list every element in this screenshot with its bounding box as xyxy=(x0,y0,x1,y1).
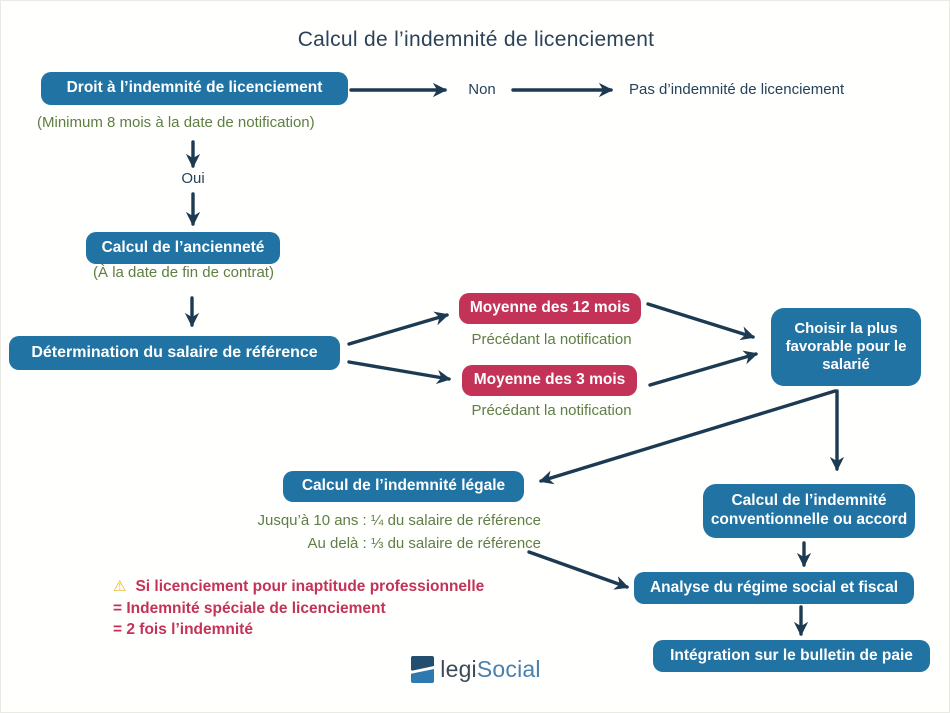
node-salaire-reference: Détermination du salaire de référence xyxy=(9,336,340,370)
logo-part-legi: legi xyxy=(440,656,477,682)
logo-part-social: Social xyxy=(476,656,541,682)
arrow-choisir-to-legale xyxy=(538,389,837,485)
note-date-fin-contrat: (À la date de fin de contrat) xyxy=(93,264,274,281)
label-non: Non xyxy=(468,81,496,98)
note-minimum-8-mois: (Minimum 8 mois à la date de notificatio… xyxy=(37,114,315,131)
page-title: Calcul de l’indemnité de licenciement xyxy=(297,28,655,51)
warning-text-1: Si licenciement pour inaptitude professi… xyxy=(135,578,485,595)
node-moyenne-12-mois: Moyenne des 12 mois xyxy=(459,293,641,324)
note-au-dela: Au delà : ⅓ du salaire de référence xyxy=(307,535,541,552)
warning-icon: ⚠ xyxy=(113,578,127,595)
node-indemnite-conventionnelle: Calcul de l’indemnité conventionnelle ou… xyxy=(703,484,915,538)
legisocial-logo-text: legiSocial xyxy=(440,656,540,683)
note-precedant-notification-3: Précédant la notification xyxy=(471,402,632,419)
arrow-moyenne3-to-choisir xyxy=(648,350,759,387)
arrow-salaire-to-moyenne12 xyxy=(347,311,450,346)
arrow-legale-to-analyse xyxy=(527,550,630,590)
warning-block: ⚠ Si licenciement pour inaptitude profess… xyxy=(113,576,553,641)
node-moyenne-3-mois: Moyenne des 3 mois xyxy=(462,365,637,396)
arrow-moyenne12-to-choisir xyxy=(646,302,756,341)
warning-line-1: ⚠ Si licenciement pour inaptitude profess… xyxy=(113,576,553,598)
legisocial-logo: legiSocial xyxy=(1,656,949,683)
label-oui: Oui xyxy=(181,170,205,187)
node-indemnite-legale: Calcul de l’indemnité légale xyxy=(283,471,524,502)
node-analyse-regime: Analyse du régime social et fiscal xyxy=(634,572,914,604)
node-pas-indemnite: Pas d’indemnité de licenciement xyxy=(629,81,845,98)
note-precedant-notification-12: Précédant la notification xyxy=(471,331,632,348)
legisocial-logo-icon xyxy=(411,656,435,683)
warning-line-3: = 2 fois l’indemnité xyxy=(113,621,253,638)
node-integration-bulletin: Intégration sur le bulletin de paie xyxy=(653,640,930,672)
note-jusqua-10-ans: Jusqu’à 10 ans : ¼ du salaire de référen… xyxy=(257,512,541,529)
node-anciennete: Calcul de l’ancienneté xyxy=(86,232,280,264)
node-droit-indemnite: Droit à l’indemnité de licenciement xyxy=(41,72,348,105)
arrow-salaire-to-moyenne3 xyxy=(347,360,452,385)
notes-indemnite-legale: Jusqu’à 10 ans : ¼ du salaire de référen… xyxy=(201,509,541,555)
node-choisir-favorable: Choisir la plus favorable pour le salari… xyxy=(771,308,921,386)
warning-line-2: = Indemnité spéciale de licenciement xyxy=(113,599,386,617)
